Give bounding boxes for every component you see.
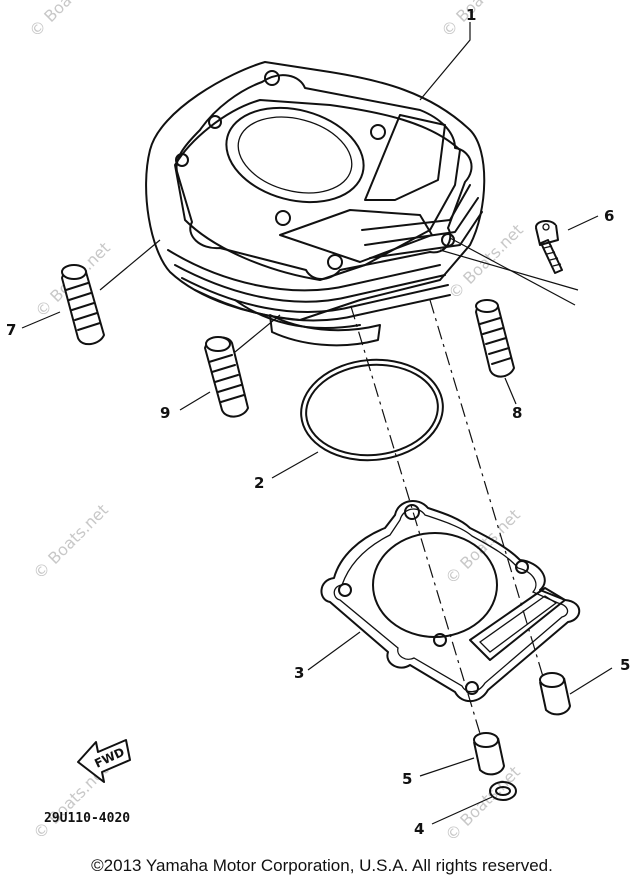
cylinder-gasket	[320, 499, 581, 703]
callout-6: 6	[604, 207, 614, 225]
o-ring	[300, 358, 444, 462]
cylinder-exploded-view: © Boats.net © Boats.net © Boats.net © Bo…	[6, 0, 630, 845]
callout-5: 5	[402, 770, 412, 788]
cylinder	[145, 61, 486, 347]
callout-1: 1	[466, 6, 476, 24]
stud-bolt-8	[475, 299, 515, 378]
dowel-pin	[539, 672, 571, 716]
callout-3: 3	[294, 664, 304, 682]
callout-5: 5	[620, 656, 630, 674]
copyright-notice: ©2013 Yamaha Motor Corporation, U.S.A. A…	[91, 856, 553, 875]
callout-2: 2	[254, 474, 264, 492]
bolt	[535, 220, 563, 274]
stud-bolt-7	[61, 264, 105, 346]
diagram-part-code: 29U110-4020	[44, 811, 130, 826]
leader-lines	[21, 22, 613, 825]
small-o-ring	[489, 781, 517, 801]
watermark-text: © Boats.net	[437, 0, 519, 41]
callouts: 1 6 7 8 9 2 3 5 5 4	[6, 6, 630, 838]
stud-bolt-9	[204, 336, 249, 418]
callout-7: 7	[6, 321, 16, 339]
callout-8: 8	[512, 404, 522, 422]
watermark-text: © Boats.net	[25, 0, 107, 41]
watermark-text: © Boats.net	[441, 762, 523, 844]
callout-4: 4	[414, 820, 424, 838]
watermark-text: © Boats.net	[29, 500, 111, 582]
forward-arrow: FWD	[77, 739, 131, 783]
callout-9: 9	[160, 404, 170, 422]
dowel-pin	[473, 732, 505, 776]
